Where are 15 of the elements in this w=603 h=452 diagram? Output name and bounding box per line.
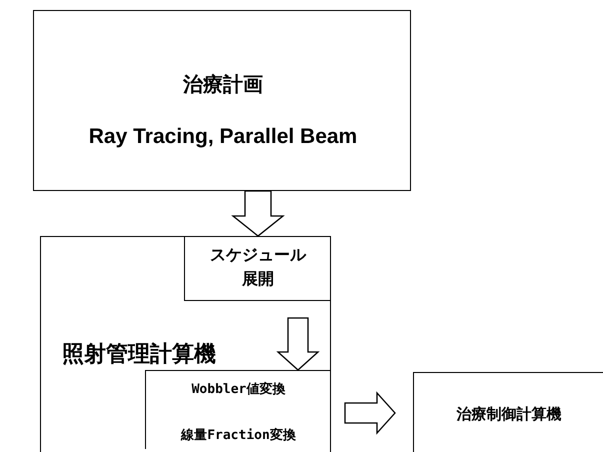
box-text: Wobbler値変換 bbox=[190, 380, 286, 398]
hollow-arrow bbox=[231, 190, 285, 237]
box-text: 治療制御計算機 bbox=[456, 405, 562, 424]
process-box bbox=[413, 372, 603, 452]
process-box bbox=[33, 10, 411, 191]
box-text: 線量Fraction変換 bbox=[180, 426, 297, 444]
process-box bbox=[144, 370, 330, 448]
hollow-arrow bbox=[344, 391, 396, 435]
process-box bbox=[184, 236, 330, 300]
group-box bbox=[40, 236, 331, 452]
box-text: Ray Tracing, Parallel Beam bbox=[88, 125, 358, 149]
box-heading: 治療計画 bbox=[182, 72, 264, 98]
hollow-arrow bbox=[276, 317, 320, 371]
group-label: 照射管理計算機 bbox=[61, 341, 217, 369]
box-text: スケジュール展開 bbox=[209, 244, 308, 290]
